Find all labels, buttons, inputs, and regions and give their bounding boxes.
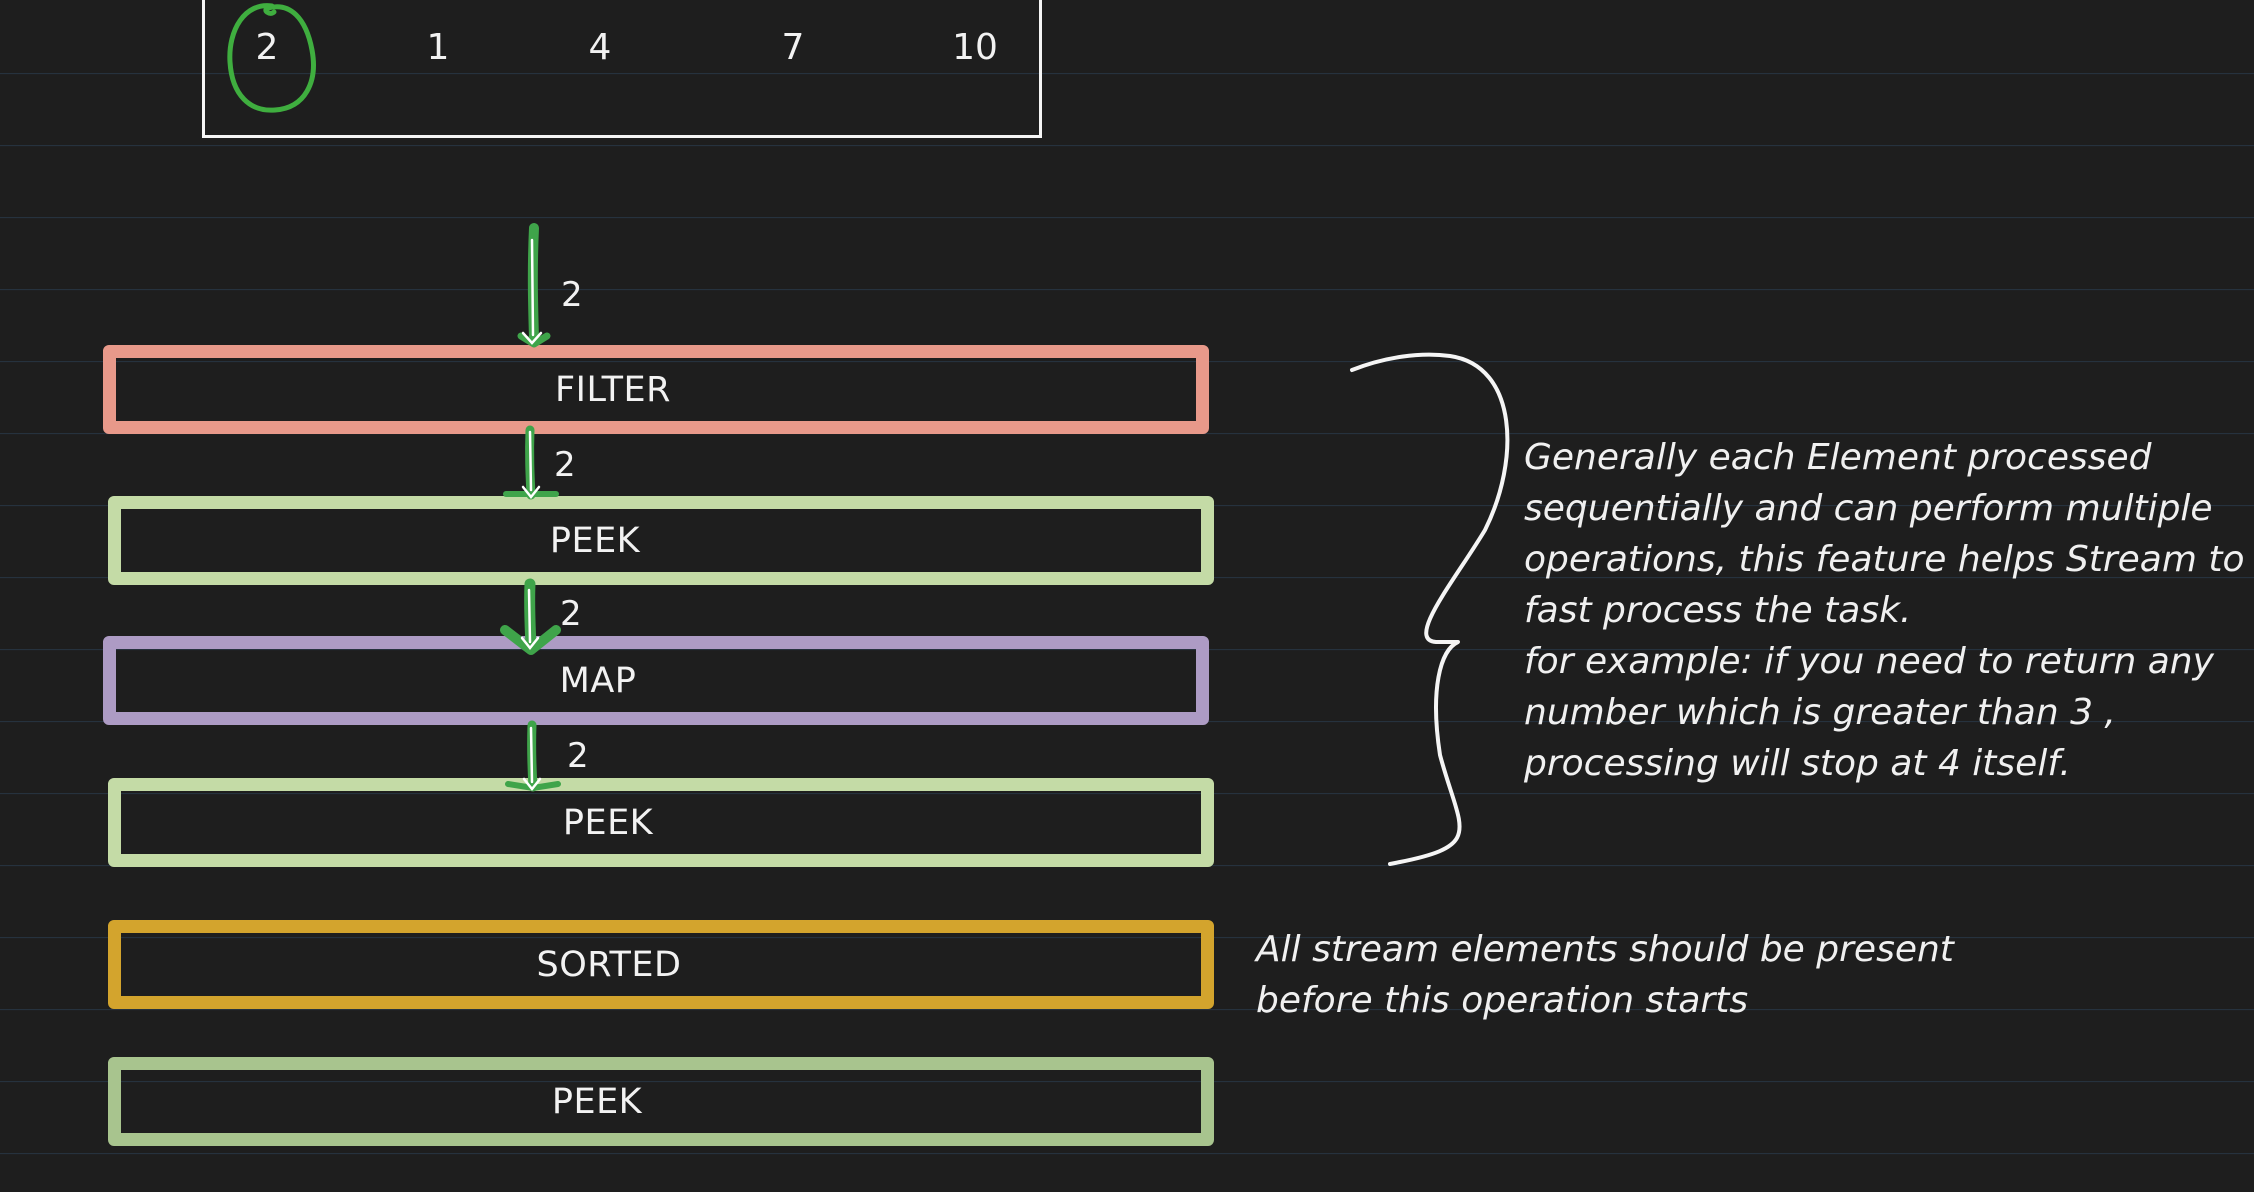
flow-value: 2	[554, 445, 576, 485]
sorted-note: All stream elements should be present be…	[1256, 924, 1954, 1026]
note-line: Generally each Element processed	[1524, 437, 2152, 478]
peek-operation-box: PEEK	[108, 778, 1214, 867]
operation-label: PEEK	[549, 520, 641, 561]
note-line: for example: if you need to return any	[1524, 641, 2214, 682]
note-line: processing will stop at 4 itself.	[1524, 743, 2071, 784]
flow-arrow-3	[500, 578, 561, 655]
map-operation-box: MAP	[103, 636, 1209, 725]
operation-label: MAP	[559, 660, 637, 701]
input-array-box: 2 1 4 7 10	[202, 0, 1042, 138]
note-line: fast process the task.	[1524, 590, 1912, 631]
filter-operation-box: FILTER	[103, 345, 1209, 434]
array-value: 2	[255, 27, 279, 68]
circle-marker	[227, 3, 316, 113]
lazy-evaluation-note: Generally each Element processed sequent…	[1524, 432, 2244, 789]
operation-label: PEEK	[551, 1081, 643, 1122]
flow-value: 2	[567, 736, 589, 776]
operation-label: FILTER	[555, 369, 671, 410]
operation-label: SORTED	[536, 944, 682, 985]
flow-value: 2	[560, 594, 582, 634]
peek-operation-box: PEEK	[108, 496, 1214, 585]
note-line: number which is greater than 3 ,	[1524, 692, 2116, 733]
note-line: sequentially and can perform multiple	[1524, 488, 2213, 529]
note-line: before this operation starts	[1256, 980, 1749, 1021]
flow-arrow-2	[503, 425, 559, 500]
sorted-operation-box: SORTED	[108, 920, 1214, 1009]
flow-arrow-1	[517, 223, 551, 348]
array-value: 10	[952, 27, 998, 68]
flow-value: 2	[561, 275, 583, 315]
operation-label: PEEK	[562, 802, 654, 843]
note-line: operations, this feature helps Stream to	[1524, 539, 2245, 580]
array-value: 4	[588, 27, 612, 68]
array-value: 7	[781, 27, 805, 68]
flow-arrow-4	[505, 720, 561, 792]
array-value: 1	[426, 27, 450, 68]
note-line: All stream elements should be present	[1256, 929, 1954, 970]
curly-brace	[1350, 352, 1510, 866]
peek-operation-box: PEEK	[108, 1057, 1214, 1146]
